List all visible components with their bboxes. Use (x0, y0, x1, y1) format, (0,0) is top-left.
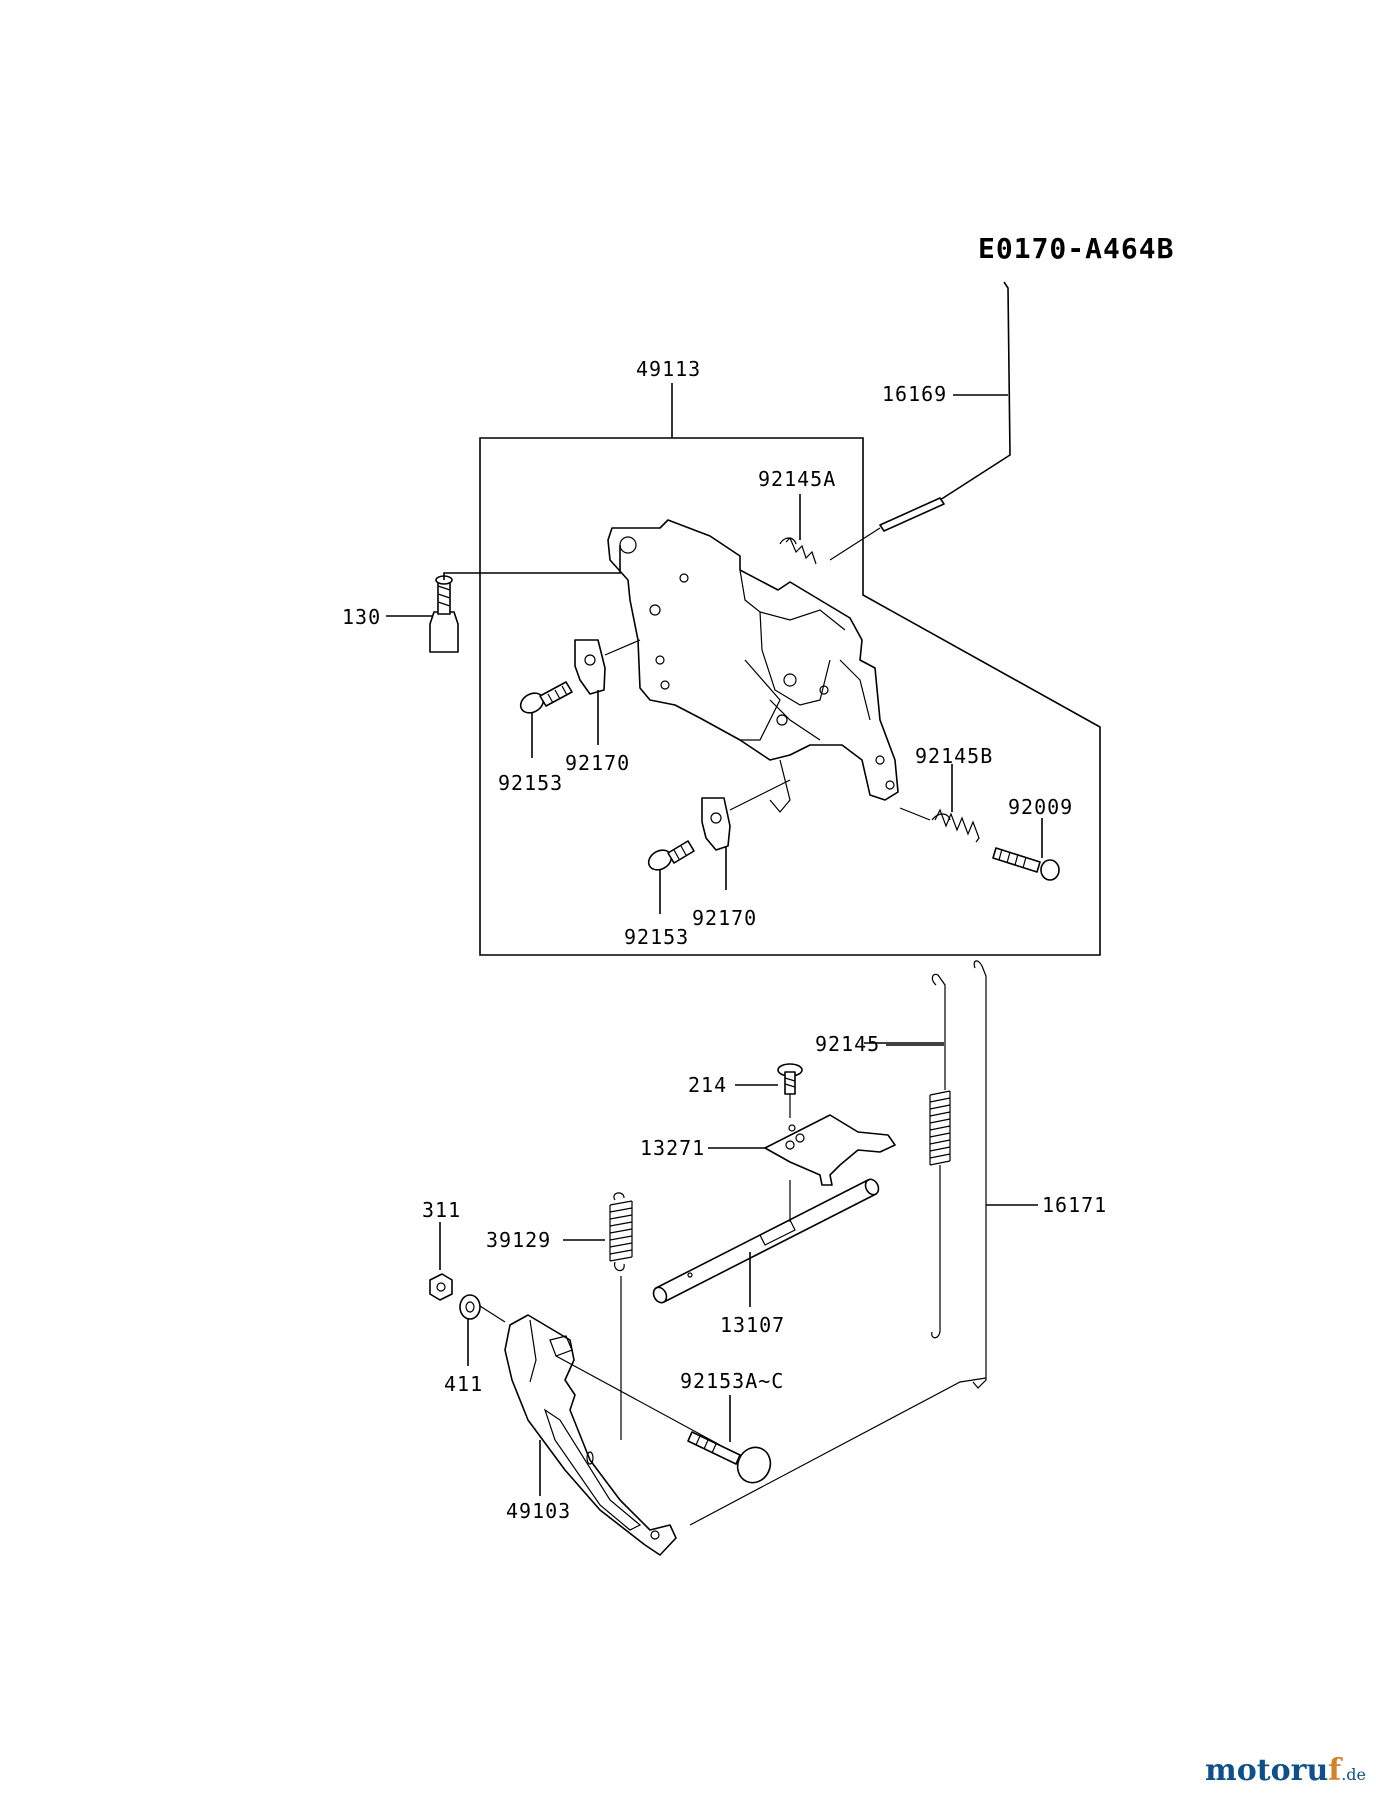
part-number-39129: 39129 (486, 1228, 551, 1252)
part-number-16171: 16171 (1042, 1193, 1107, 1217)
screw-92153-lower (647, 840, 695, 914)
rod-16171 (689, 960, 1038, 1526)
part-number-92145a: 92145A (758, 467, 836, 491)
part-number-16169: 16169 (882, 382, 947, 406)
part-number-49113: 49113 (636, 357, 701, 381)
spring-92145 (864, 973, 951, 1339)
screw-92153-upper (519, 681, 573, 758)
shaft-13107 (652, 1178, 880, 1307)
link-rod-16169 (829, 281, 1011, 561)
pin-92153a-c (687, 1395, 772, 1484)
part-number-311: 311 (422, 1198, 461, 1222)
part-number-92009: 92009 (1008, 795, 1073, 819)
part-number-92153-lower: 92153 (624, 925, 689, 949)
spring-92145a (779, 536, 817, 565)
part-number-92170-lower: 92170 (692, 906, 757, 930)
drawing-code: E0170-A464B (978, 232, 1174, 265)
nut-311 (429, 1222, 453, 1301)
part-number-92153a-c: 92153A~C (680, 1369, 784, 1393)
assembly-box-49113 (479, 383, 1101, 956)
watermark-tld: .de (1341, 1765, 1366, 1784)
lever-49103 (504, 1314, 721, 1556)
part-number-49103: 49103 (506, 1499, 571, 1523)
watermark-accent: f (1328, 1753, 1342, 1788)
part-number-92145: 92145 (815, 1032, 880, 1056)
part-number-92153-upper: 92153 (498, 771, 563, 795)
watermark-logo: motoruf.de (1205, 1753, 1366, 1788)
clip-92170-lower (701, 779, 791, 890)
part-number-214: 214 (688, 1073, 727, 1097)
part-number-130: 130 (342, 605, 381, 629)
part-number-411: 411 (444, 1372, 483, 1396)
part-number-92145b: 92145B (915, 744, 993, 768)
spring-39129 (563, 1192, 633, 1440)
part-number-13107: 13107 (720, 1313, 785, 1337)
part-number-92170-upper: 92170 (565, 751, 630, 775)
spring-92145b (899, 764, 980, 843)
screw-92009 (992, 818, 1060, 881)
screw-214 (735, 1063, 803, 1118)
clip-92170-upper (574, 639, 641, 745)
part-number-13271: 13271 (640, 1136, 705, 1160)
control-bracket-plate (607, 519, 899, 813)
watermark-main: motoru (1205, 1753, 1329, 1788)
plate-13271 (708, 1114, 896, 1186)
bolt-130 (386, 545, 621, 653)
washer-411 (459, 1294, 506, 1366)
